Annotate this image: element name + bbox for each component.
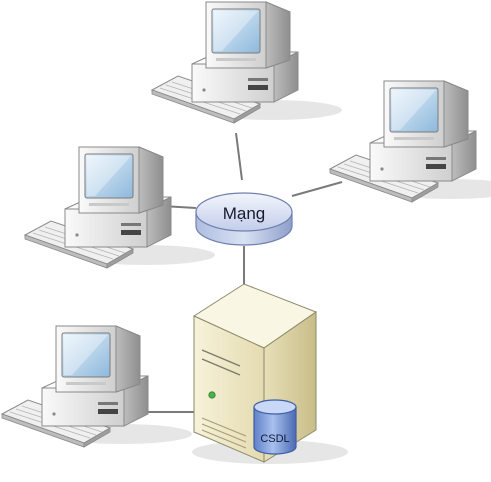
computer-top — [151, 1, 343, 124]
computer-bottom-left — [1, 325, 193, 448]
link-top-computer — [235, 132, 243, 181]
desktop-computer-icon — [1, 325, 193, 448]
desktop-computer-icon — [329, 80, 491, 203]
link-right-computer — [291, 181, 343, 197]
network-hub: Mạng — [195, 192, 293, 246]
network-label: Mạng — [223, 204, 266, 223]
desktop-computer-icon — [151, 1, 343, 124]
server: CSDL — [192, 283, 348, 464]
database-icon — [253, 399, 297, 455]
network-hub-icon — [195, 192, 293, 246]
database-label: CSDL — [260, 433, 289, 445]
computer-right — [329, 80, 491, 203]
